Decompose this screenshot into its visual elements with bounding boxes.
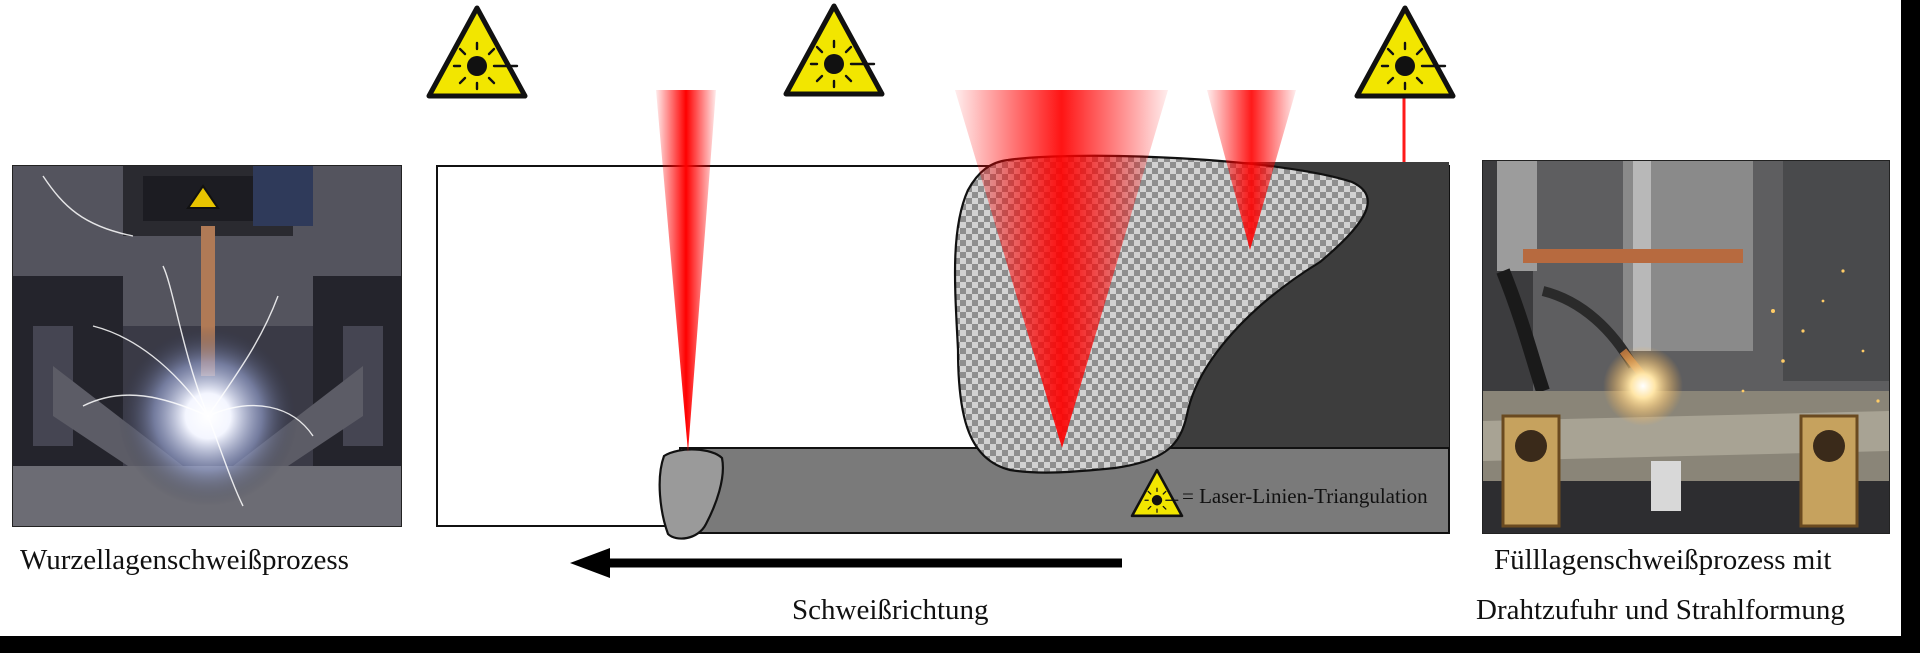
right-border (1901, 0, 1920, 653)
root-bead (658, 448, 724, 540)
root-laser-beam (656, 90, 716, 452)
fill-process-caption-line1: Fülllagenschweißprozess mit (1494, 544, 1832, 576)
bottom-border (0, 636, 1920, 653)
laser-warning-icon-3 (1357, 8, 1453, 96)
laser-warning-icon-2 (786, 6, 882, 94)
root-process-caption: Wurzellagenschweißprozess (20, 544, 349, 576)
fill-laser-beam-secondary (1207, 90, 1296, 250)
root-welding-photo (12, 165, 402, 527)
direction-arrow-head (570, 548, 610, 578)
fill-process-caption-line2: Drahtzufuhr und Strahlformung (1476, 594, 1845, 626)
fill-welding-photo (1482, 160, 1890, 534)
laser-warning-icon-1 (429, 8, 525, 96)
legend-label: = Laser-Linien-Triangulation (1182, 484, 1428, 508)
welding-direction-caption: Schweißrichtung (792, 594, 989, 626)
fill-laser-beam-main (955, 90, 1168, 448)
